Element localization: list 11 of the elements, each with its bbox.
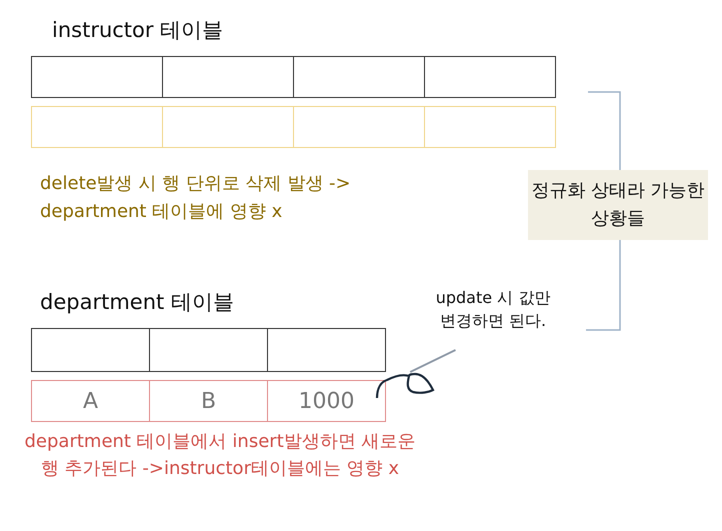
table-cell: B — [149, 380, 268, 422]
table-cell: A — [31, 380, 150, 422]
table-cell: 1000 — [267, 380, 386, 422]
note-text: update 시 값만 변경하면 된다. — [418, 286, 568, 350]
table-title: instructor 테이블 — [52, 17, 224, 44]
leader-line — [410, 349, 456, 373]
note-text: department 테이블에서 insert발생하면 새로운 행 추가된다 ->instructor테이블에는 영향 x — [24, 430, 416, 481]
table-title: department 테이블 — [40, 289, 235, 316]
scribble-drawing — [373, 370, 435, 400]
note-text: delete발생 시 행 단위로 삭제 발생 -> department 테이블에 영향 x — [40, 172, 352, 224]
note-box: 정규화 상태라 가능한 상황들 — [528, 170, 708, 240]
